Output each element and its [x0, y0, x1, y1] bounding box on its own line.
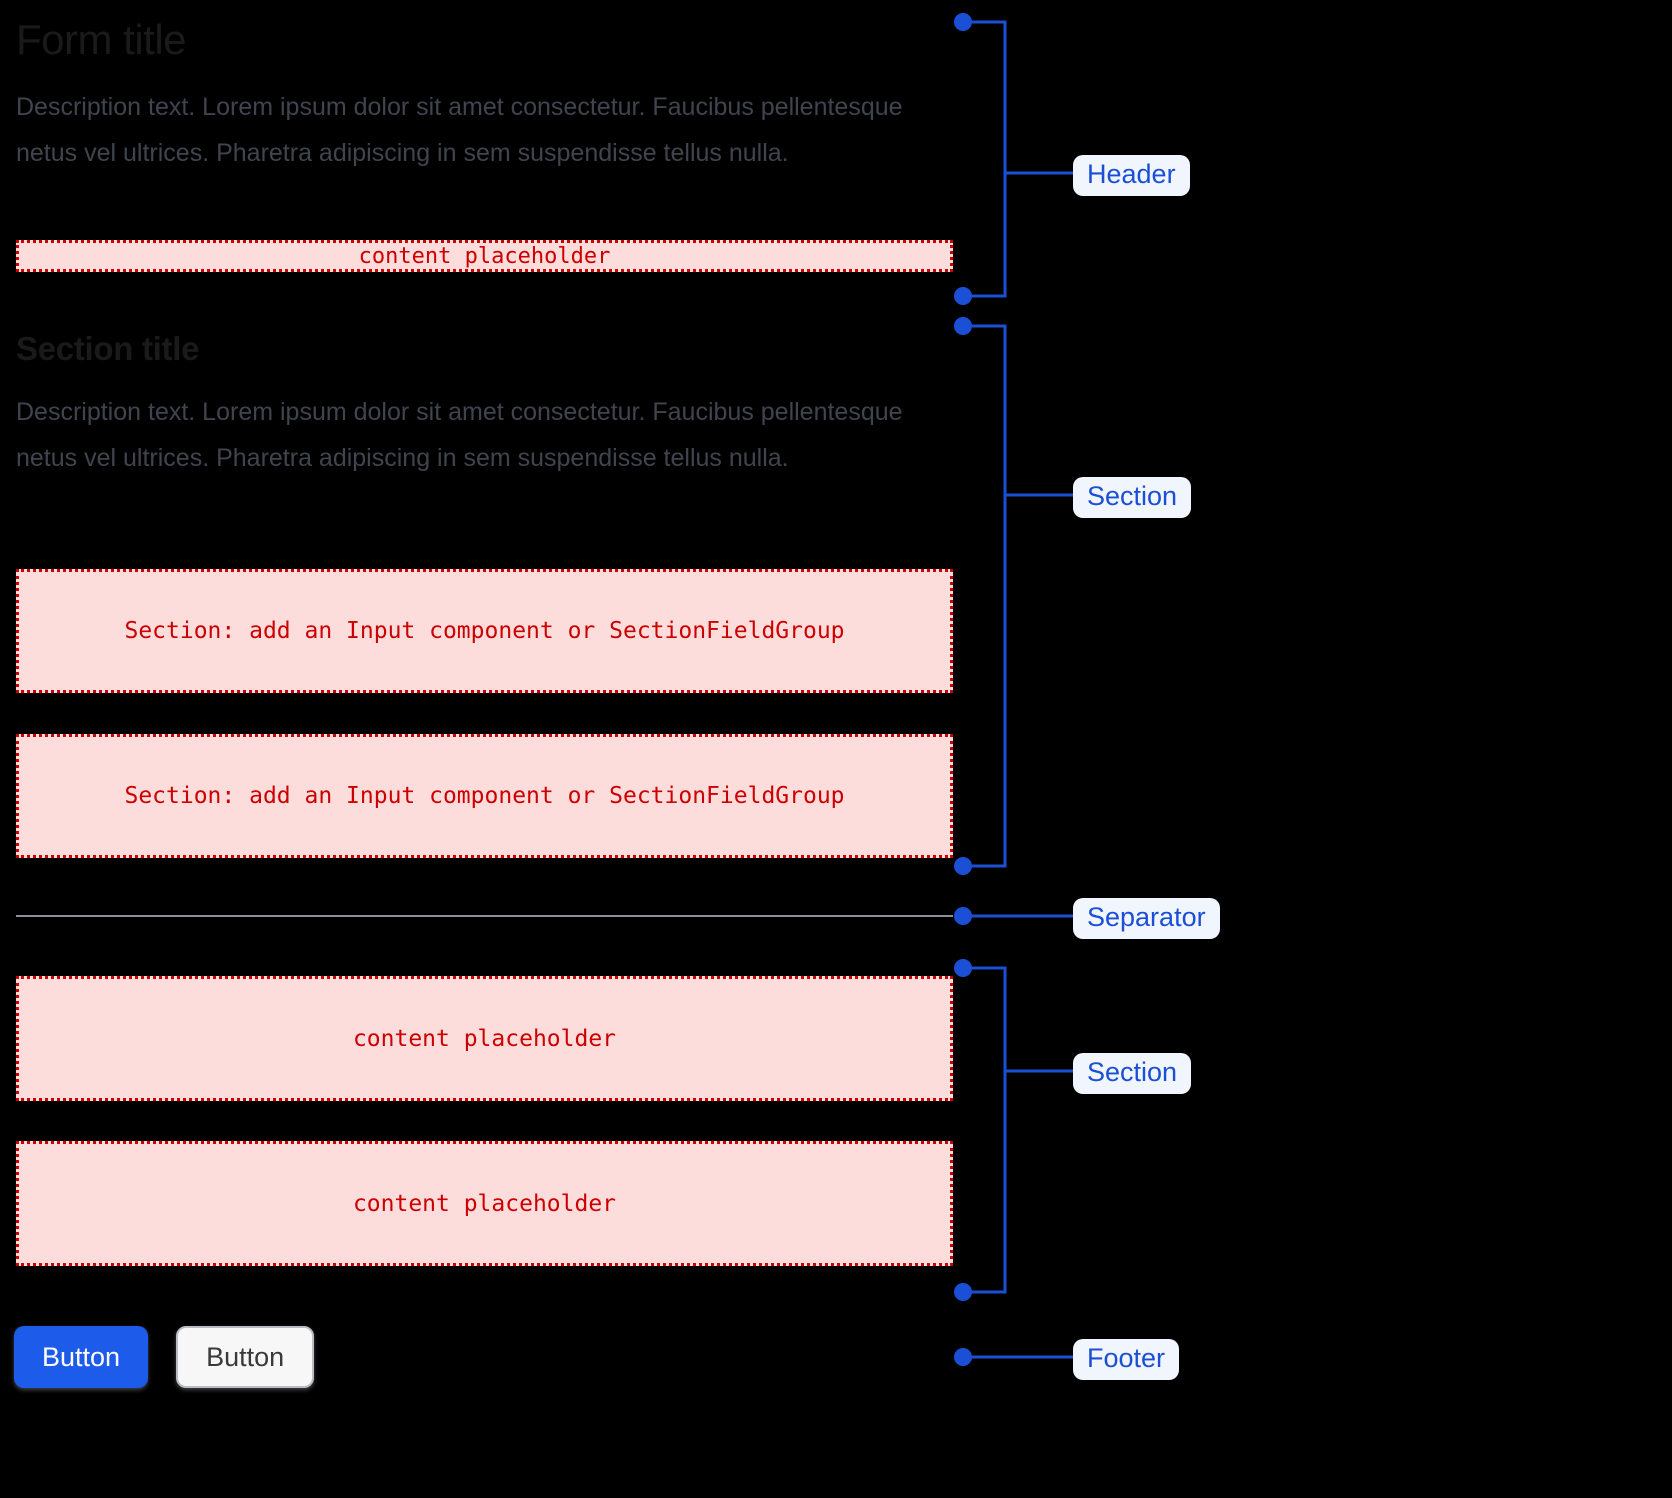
- section-one-field-1-label: Section: add an Input component or Secti…: [124, 618, 845, 644]
- anchor-dot-section-one-bottom: [954, 857, 972, 875]
- section-one-title: Section title: [16, 330, 200, 367]
- annotation-anchor-dots: [954, 13, 972, 1366]
- section-one-field-2-label: Section: add an Input component or Secti…: [124, 783, 845, 809]
- annotation-badge-section-two[interactable]: Section: [1073, 1053, 1192, 1095]
- header-content-placeholder-label: content placeholder: [358, 243, 611, 269]
- section-two-bracket: [963, 966, 1007, 1294]
- primary-button[interactable]: Button: [14, 1326, 149, 1388]
- anchor-dot-section-two-bottom: [954, 1283, 972, 1301]
- annotation-badge-separator[interactable]: Separator: [1073, 898, 1220, 940]
- section-two-field-1[interactable]: content placeholder: [16, 976, 953, 1101]
- anchor-dot-header-top: [954, 13, 972, 31]
- page-title: Form title: [16, 16, 187, 63]
- header-description: Description text. Lorem ipsum dolor sit …: [16, 93, 903, 168]
- secondary-button[interactable]: Button: [176, 1326, 315, 1388]
- anchor-dot-header-bottom: [954, 287, 972, 305]
- section-one-field-2[interactable]: Section: add an Input component or Secti…: [16, 734, 953, 858]
- anchor-dot-separator: [954, 907, 972, 925]
- annotation-badge-section-one[interactable]: Section: [1073, 477, 1192, 519]
- annotation-badge-header[interactable]: Header: [1073, 155, 1190, 197]
- anchor-dot-section-two-top: [954, 959, 972, 977]
- form-separator: [16, 915, 953, 917]
- section-two-field-2-label: content placeholder: [352, 1190, 617, 1217]
- anchor-dot-footer: [954, 1348, 972, 1366]
- form-section-one-group: Section title Description text. Lorem ip…: [16, 330, 953, 481]
- form-header-group: Form title Description text. Lorem ipsum…: [16, 16, 953, 176]
- header-bracket: [963, 20, 1007, 298]
- form-footer: Button Button: [14, 1326, 315, 1388]
- header-content-placeholder[interactable]: content placeholder: [16, 240, 953, 272]
- anchor-dot-section-one-top: [954, 317, 972, 335]
- section-one-description: Description text. Lorem ipsum dolor sit …: [16, 397, 903, 472]
- section-one-bracket: [963, 324, 1007, 868]
- annotation-badge-footer[interactable]: Footer: [1073, 1339, 1180, 1381]
- section-two-field-1-label: content placeholder: [352, 1025, 617, 1052]
- section-one-field-1[interactable]: Section: add an Input component or Secti…: [16, 569, 953, 693]
- section-two-field-2[interactable]: content placeholder: [16, 1141, 953, 1266]
